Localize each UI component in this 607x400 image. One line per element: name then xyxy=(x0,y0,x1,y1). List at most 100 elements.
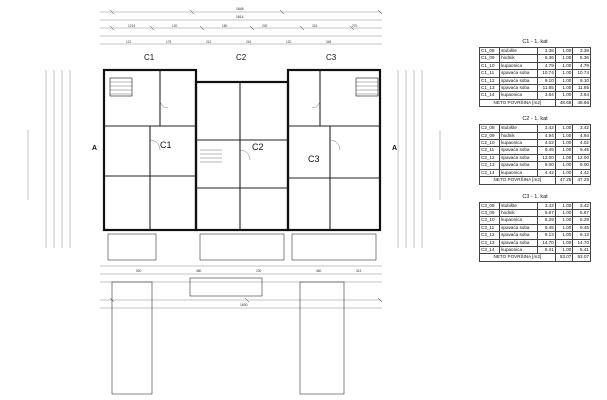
room-net-area: 4.94 xyxy=(572,131,591,141)
room-area: 3.42 xyxy=(537,124,556,133)
total-value: 53.07 xyxy=(554,253,574,262)
room-code: C3_13 xyxy=(478,238,501,247)
room-coefficient: 1.00 xyxy=(554,231,574,240)
room-code: C2_08 xyxy=(478,124,501,133)
room-net-area: 5.36 xyxy=(572,54,591,63)
room-name: spavaća soba xyxy=(499,84,539,93)
terraces xyxy=(107,233,377,395)
table-title: C2 - 1. kat xyxy=(522,116,548,123)
room-coefficient: 1.00 xyxy=(554,161,574,170)
svg-text:315: 315 xyxy=(312,24,318,28)
room-name: kupaonica xyxy=(499,91,539,100)
room-name: spavaća soba xyxy=(499,223,539,233)
svg-text:230: 230 xyxy=(256,269,262,273)
section-markers: A A xyxy=(92,145,397,152)
svg-text:520: 520 xyxy=(136,269,142,273)
room-name: spavaća soba xyxy=(499,69,539,78)
room-coefficient: 1.00 xyxy=(554,139,574,148)
room-name: hodnik xyxy=(499,208,539,218)
room-area: 9.00 xyxy=(537,161,556,170)
room-code: C3_11 xyxy=(478,223,501,233)
unit-label-c3: C3 xyxy=(308,154,320,164)
svg-text:180: 180 xyxy=(222,24,228,28)
room-code: C3_08 xyxy=(478,201,501,210)
room-code: C2_12 xyxy=(478,153,501,163)
room-name: spavaća soba xyxy=(499,161,539,170)
room-net-area: 5.41 xyxy=(572,245,591,255)
room-coefficient: 1.00 xyxy=(554,168,574,178)
svg-text:216: 216 xyxy=(246,40,252,44)
table-total-row: NETO POVRŠINA [m2] 48.66 48.66 xyxy=(479,98,591,108)
room-code: C2_11 xyxy=(478,146,501,155)
room-net-area: 9.10 xyxy=(572,76,591,86)
room-coefficient: 1.00 xyxy=(554,91,574,100)
svg-text:120: 120 xyxy=(286,40,292,44)
room-name: kupaonica xyxy=(499,216,539,225)
room-coefficient: 1.00 xyxy=(554,76,574,86)
unit-label-c3-top: C3 xyxy=(326,53,337,62)
room-net-area: 11.65 xyxy=(572,84,591,93)
room-name: kupaonica xyxy=(499,139,539,148)
table-total-row: NETO POVRŠINA [m2] 47.25 47.25 xyxy=(479,176,591,185)
room-area: 12.00 xyxy=(537,153,556,163)
room-coefficient: 1.00 xyxy=(554,201,574,210)
svg-text:270: 270 xyxy=(352,24,358,28)
unit-label-c1: C1 xyxy=(160,140,172,150)
room-net-area: 5.29 xyxy=(572,216,591,225)
room-code: C1_10 xyxy=(478,61,501,71)
room-name: hodnik xyxy=(499,54,539,63)
room-name: spavaća soba xyxy=(499,76,539,86)
room-coefficient: 1.00 xyxy=(554,46,574,56)
room-area: 9.13 xyxy=(537,231,556,240)
room-net-area: 9.13 xyxy=(572,231,591,240)
room-name: spavaća soba xyxy=(499,231,539,240)
total-value: 48.66 xyxy=(554,98,574,108)
room-code: C2_10 xyxy=(478,139,501,148)
table-total-row: NETO POVRŠINA [m2] 53.07 53.07 xyxy=(479,253,591,262)
room-code: C1_12 xyxy=(478,76,501,86)
room-net-area: 3.64 xyxy=(572,91,591,100)
room-net-area: 5.67 xyxy=(572,208,591,218)
room-code: C2_09 xyxy=(478,131,501,141)
room-net-area: 3.42 xyxy=(572,201,591,210)
room-coefficient: 1.00 xyxy=(554,54,574,63)
room-name: hodnik xyxy=(499,131,539,141)
room-area: 5.67 xyxy=(537,208,556,218)
room-name: stubište xyxy=(499,46,539,56)
room-area: 5.41 xyxy=(537,245,556,255)
room-coefficient: 1.00 xyxy=(554,69,574,78)
room-area: 4.79 xyxy=(537,61,556,71)
room-name: kupaonica xyxy=(499,168,539,178)
room-code: C1_09 xyxy=(478,54,501,63)
room-coefficient: 1.00 xyxy=(554,238,574,247)
dimension-overall-bottom: 1600 xyxy=(240,303,248,307)
room-area: 3.38 xyxy=(537,46,556,56)
svg-text:1214: 1214 xyxy=(128,24,135,28)
room-net-area: 9.45 xyxy=(572,146,591,155)
table-title: C1 - 1. kat xyxy=(522,39,548,45)
total-label: NETO POVRŠINA [m2] xyxy=(479,176,556,185)
total-net: 48.66 xyxy=(572,98,591,108)
room-code: C2_14 xyxy=(478,168,501,178)
room-area: 10.74 xyxy=(537,69,556,78)
total-net: 47.25 xyxy=(572,176,591,185)
room-net-area: 9.00 xyxy=(572,161,591,170)
room-area: 3.64 xyxy=(537,91,556,100)
room-code: C1_11 xyxy=(478,69,501,78)
room-net-area: 10.74 xyxy=(572,69,591,78)
